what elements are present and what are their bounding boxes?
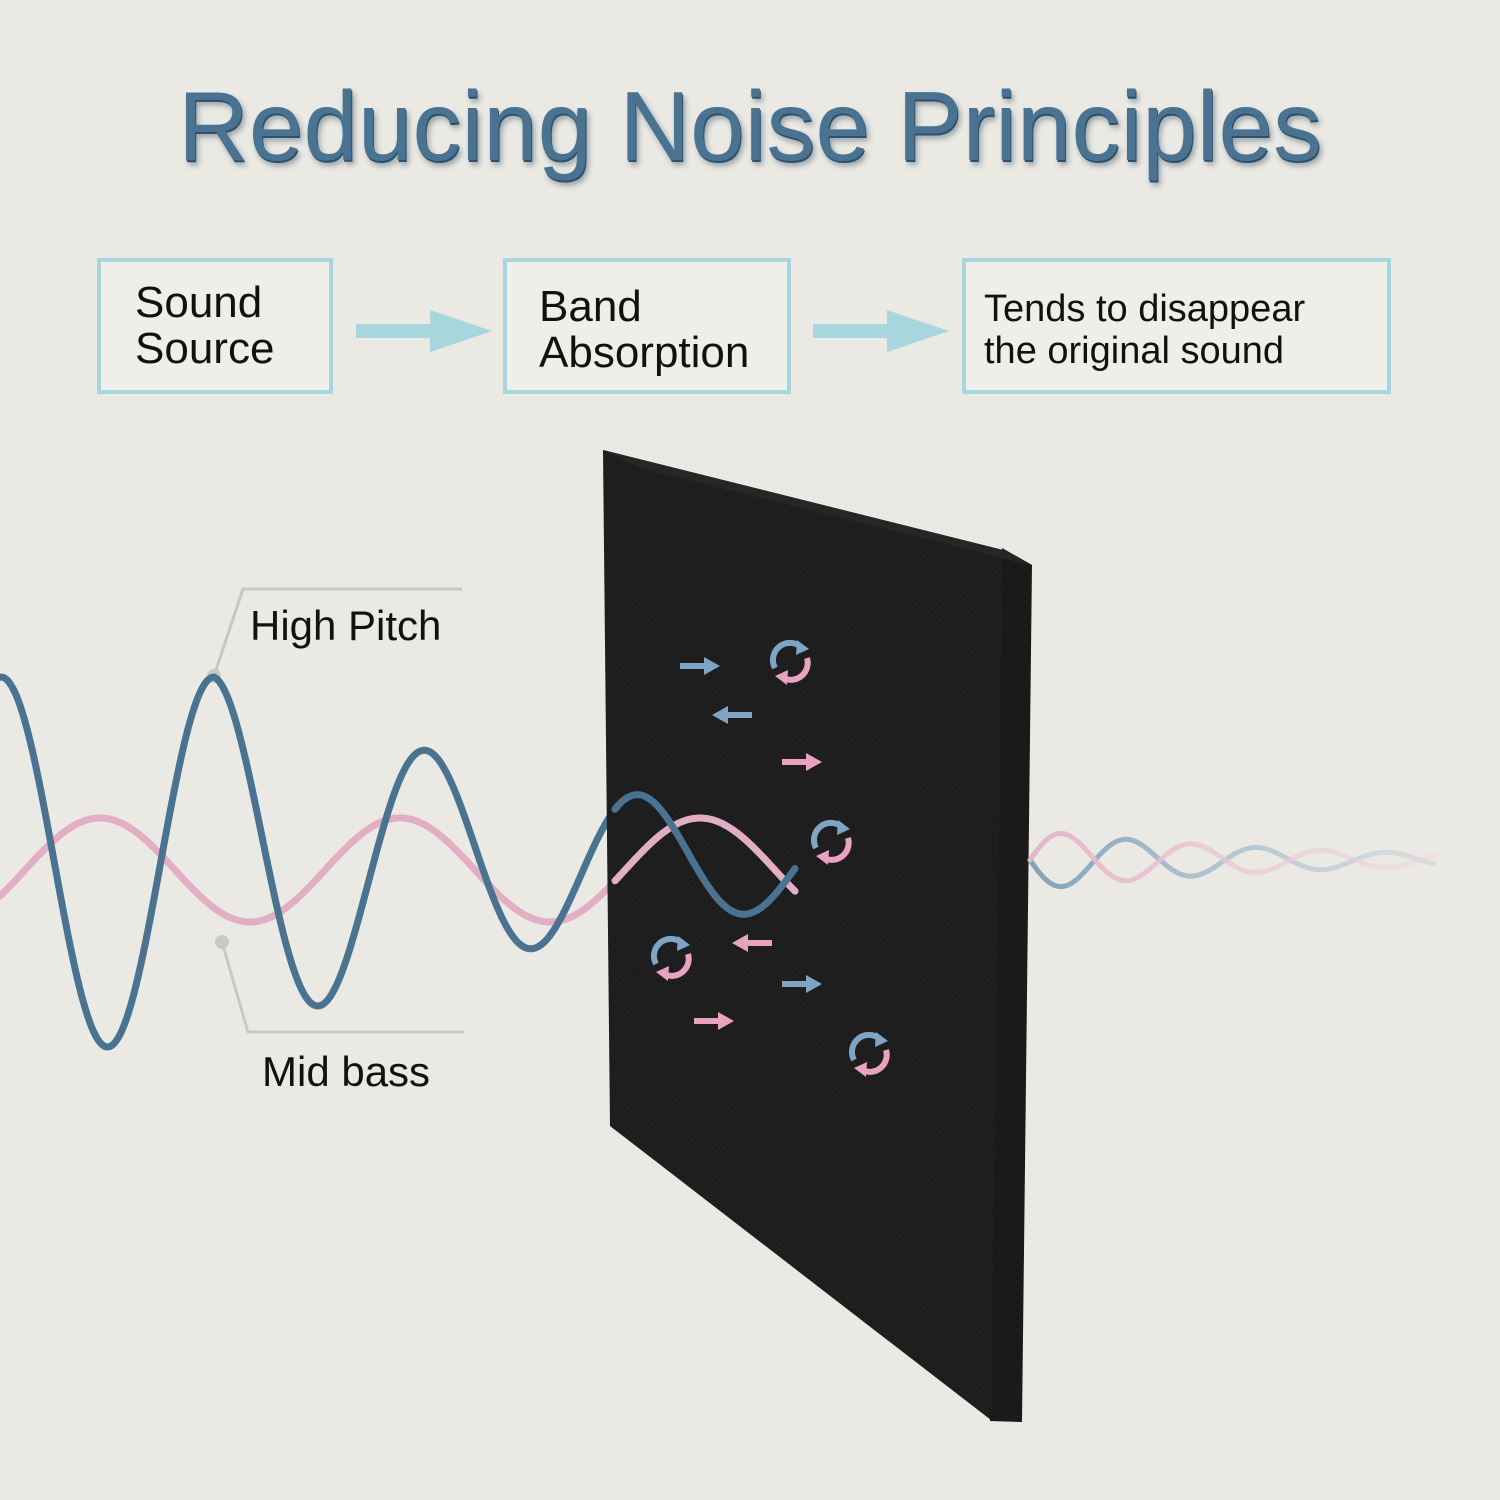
band-absorption-box: Band Absorption (503, 258, 791, 394)
arrow-right-icon (680, 657, 720, 675)
swirl-icon (770, 639, 811, 685)
swirl-icons (651, 639, 890, 1077)
sound-disappears-box: Tends to disappear the original sound (962, 258, 1391, 394)
arrow-right-icon (694, 1012, 734, 1030)
mid-bass-label: Mid bass (262, 1048, 431, 1095)
panel-edge (990, 548, 1032, 1422)
arrow-left-icon (712, 706, 752, 724)
sound-source-line1: Sound (135, 278, 263, 327)
mid-bass-pointer-line (220, 941, 464, 1034)
high-pitch-wave-inside (611, 791, 799, 918)
high-pitch-pointer-line (212, 587, 462, 677)
high-pitch-wave (0, 673, 618, 1051)
flow-arrow-right-icon (813, 310, 949, 352)
swirl-icon (651, 935, 692, 981)
high-pitch-label: High Pitch (250, 602, 442, 649)
arrow-right-icon (782, 753, 822, 771)
panel-top-edge (603, 450, 1030, 565)
mid-bass-wave-remaining (1027, 831, 1437, 884)
absorption-arrows (680, 657, 822, 1030)
sound-source-box: Sound Source (97, 258, 333, 394)
arrow-right-icon (782, 975, 822, 993)
mid-bass-pointer-dot (215, 935, 229, 949)
arrow-left-icon (732, 934, 772, 952)
mid-bass-wave-inside (611, 814, 799, 895)
band-absorption-line1: Band (539, 282, 642, 331)
mid-bass-wave (0, 814, 618, 926)
panel-texture (603, 450, 1003, 1420)
band-absorption-line2: Absorption (539, 328, 750, 377)
high-pitch-wave-remaining (1027, 836, 1437, 889)
sound-disappears-line2: the original sound (984, 330, 1284, 372)
swirl-icon (811, 819, 852, 865)
page-title: Reducing Noise Principles (178, 71, 1322, 181)
flow-arrow-right-icon (356, 310, 492, 352)
sound-disappears-line1: Tends to disappear (984, 288, 1306, 330)
sound-source-line2: Source (135, 324, 275, 373)
swirl-icon (849, 1031, 890, 1077)
